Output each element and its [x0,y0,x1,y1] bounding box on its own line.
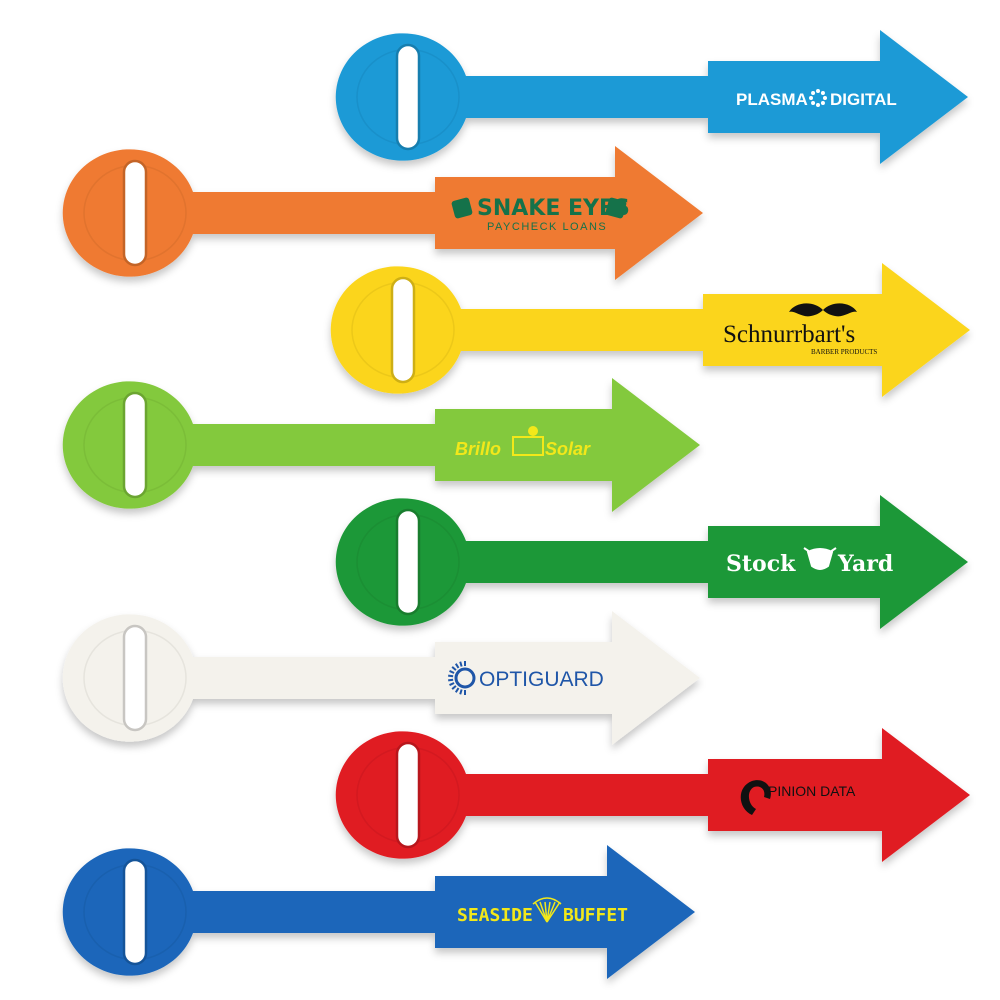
spark-dot [811,100,816,105]
logo-text-optiguard: OPTIGUARD [479,668,604,691]
dice-icon [451,197,473,219]
logo-text-digital: DIGITAL [830,90,897,109]
tag-body [62,611,701,745]
logo-text-snake-eyes: SNAKE EYES [477,196,630,221]
logo-text-seaside: SEASIDE [457,905,533,926]
luggage-tag-4: Brillo Solar [62,378,701,512]
optiguard-eye-icon [454,667,476,689]
strap-slot [395,741,421,849]
luggage-tag-7: PINION DATA [335,728,971,862]
ray-mark [448,678,454,682]
strap-slot [395,43,421,151]
shell-rib [534,901,548,923]
head-profile-icon [740,780,771,815]
luggage-tag-8: SEASIDE BUFFET [62,845,696,979]
logo-text-barber: BARBER PRODUCTS [811,348,877,356]
logo-text-paycheck: PAYCHECK LOANS [487,221,607,233]
shell-rib [539,901,548,923]
shell-rib [546,901,551,923]
spark-dot [809,96,813,100]
logo-text-opinion: PINION DATA [768,783,856,799]
ray-mark [454,687,460,693]
ray-mark [459,661,463,667]
logo-opinion-data: PINION DATA [740,780,856,815]
shell-icon [532,897,562,905]
spark-dot [816,103,820,107]
logo-text-brillo: Brillo [455,439,501,459]
ray-mark [451,666,457,671]
ray-mark [459,689,463,695]
logo-stock-yard: Stock Yard [726,547,893,577]
strap-slot [122,391,148,499]
logo-text-plasma: PLASMA [736,90,808,109]
tag-body [335,495,969,629]
logo-text-solar: Solar [545,439,591,459]
strap-slot [122,858,148,966]
spark-dot [820,100,825,105]
tag-body [330,263,971,397]
spark-dot [823,96,827,100]
tag-body [62,845,696,979]
shell-rib [546,901,561,923]
strap-slot [122,624,148,732]
ray-mark [454,663,460,669]
logo-text-buffet: BUFFET [563,905,628,926]
ray-mark [449,682,455,686]
bull-icon [803,547,837,570]
tag-body [335,30,968,164]
logo-text-schnurrbarts: Schnurrbart's [723,321,855,348]
ray-mark [448,674,454,678]
logo-text-yard: Yard [837,551,893,577]
mustache-icon [789,303,857,317]
dice-icon [605,197,627,219]
logo-optiguard: OPTIGUARD [448,661,604,695]
spark-dot [816,89,820,93]
sun-icon [528,426,538,436]
logo-brillo-solar: Brillo Solar [455,426,591,459]
strap-slot [122,159,148,267]
strap-slot [390,276,416,384]
logo-plasma-digital: PLASMA DIGITAL [736,89,897,109]
tag-body [62,378,701,512]
logo-seaside-buffet: SEASIDE BUFFET [457,897,628,926]
tag-body [335,728,971,862]
ray-mark [449,670,455,674]
spark-dot [820,91,825,96]
solar-panel-icon [512,436,544,456]
ray-mark [451,685,457,690]
luggage-tag-6: OPTIGUARD [62,611,701,745]
logo-text-stock: Stock [726,551,796,577]
luggage-tag-1: PLASMA DIGITAL [335,30,968,164]
shell-rib [544,901,548,923]
strap-slot [395,508,421,616]
tag-body [62,146,704,280]
spark-dot [811,91,816,96]
luggage-tag-5: Stock Yard [335,495,969,629]
